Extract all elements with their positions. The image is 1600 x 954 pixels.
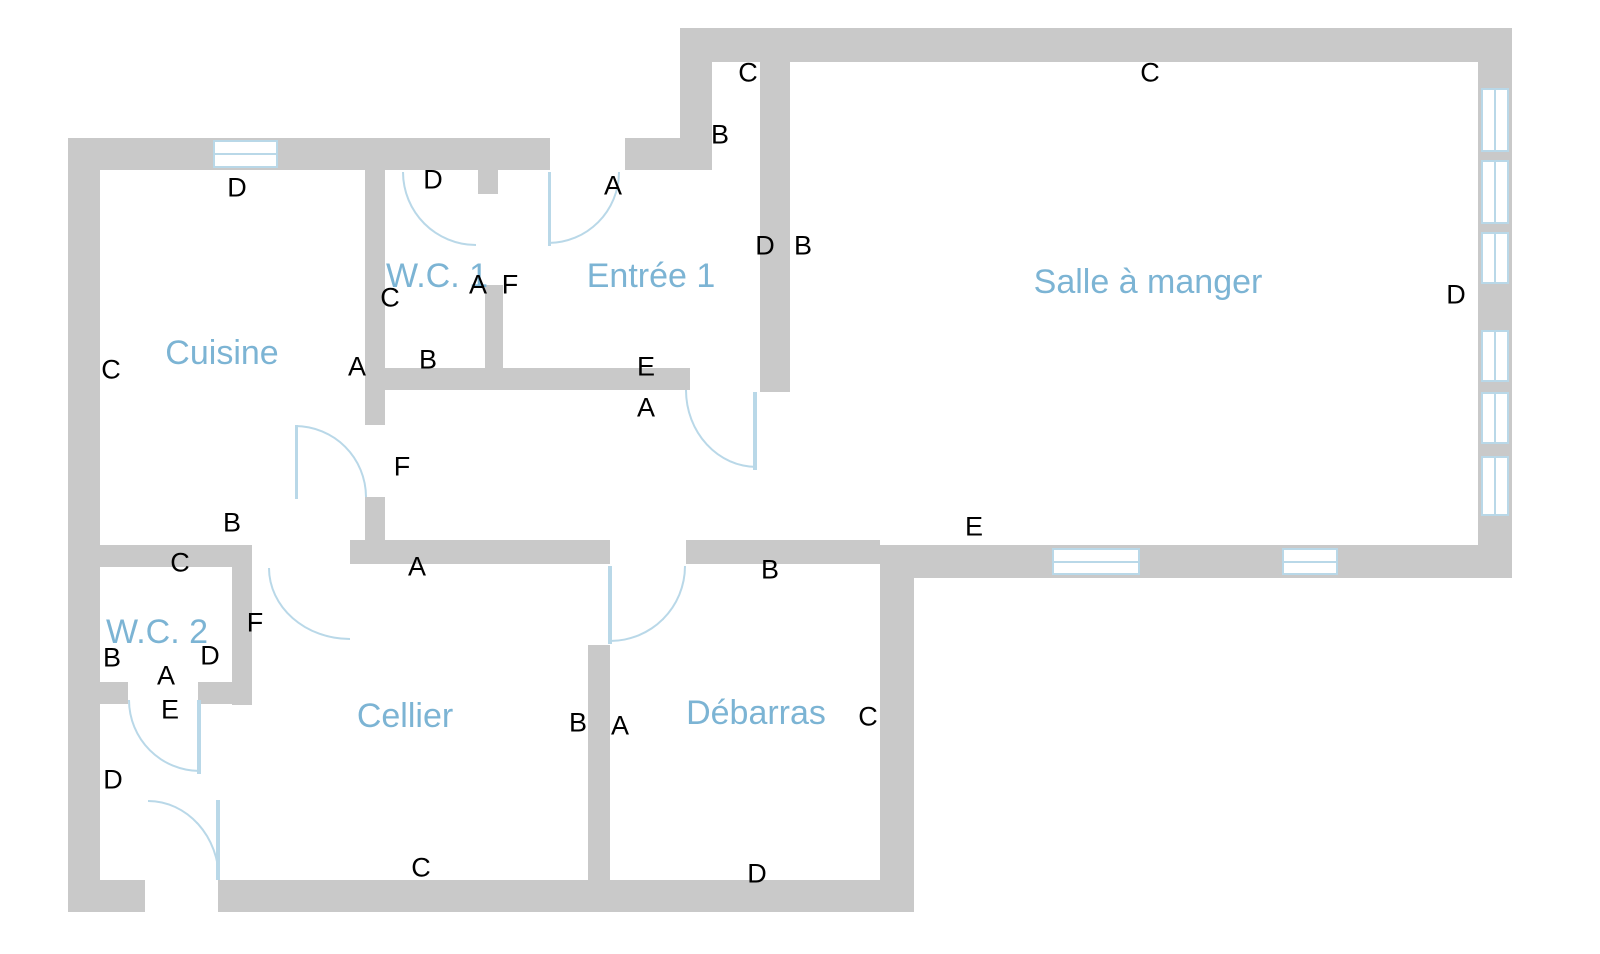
wall-segment [365, 170, 385, 425]
wall-segment [350, 540, 610, 564]
room-label: Salle à manger [1033, 263, 1263, 301]
wall-letter-label: D [200, 640, 220, 671]
wall-letter-label: C [411, 852, 431, 883]
wall-letter-label: C [738, 57, 758, 88]
wall-letter-label: E [160, 694, 180, 725]
wall-letter-label: A [610, 710, 630, 741]
room-label: Entrée 1 [586, 257, 716, 295]
window-icon [1481, 456, 1509, 516]
door-leaf-icon [548, 172, 551, 246]
room-label: Cuisine [165, 334, 279, 372]
wall-letter-label: B [568, 707, 588, 738]
window-icon [1481, 330, 1509, 382]
wall-letter-label: A [603, 170, 623, 201]
door-swing-arc-icon [268, 568, 350, 640]
wall-segment [68, 138, 550, 170]
wall-letter-label: B [760, 554, 780, 585]
wall-segment [68, 880, 145, 912]
window-icon [1481, 160, 1509, 224]
wall-letter-label: B [418, 344, 438, 375]
window-pane-line [1494, 162, 1496, 222]
wall-segment [485, 285, 503, 390]
wall-segment [100, 682, 128, 704]
wall-segment [385, 368, 690, 390]
wall-segment [880, 562, 914, 912]
window-icon [213, 140, 278, 168]
wall-letter-label: D [755, 230, 775, 261]
window-pane-line [215, 153, 276, 155]
window-pane-line [1494, 394, 1496, 442]
window-pane-line [1494, 332, 1496, 380]
wall-segment [218, 880, 910, 912]
wall-letter-label: B [222, 507, 242, 538]
wall-letter-label: D [423, 164, 443, 195]
wall-letter-label: D [1446, 279, 1466, 310]
wall-letter-label: A [407, 551, 427, 582]
wall-letter-label: F [393, 451, 411, 482]
wall-segment [232, 545, 252, 705]
wall-segment [365, 497, 385, 544]
wall-letter-label: C [101, 354, 121, 385]
door-leaf-icon [216, 800, 220, 880]
window-pane-line [1054, 560, 1138, 563]
wall-letter-label: D [227, 172, 247, 203]
wall-letter-label: A [636, 392, 656, 423]
wall-letter-label: C [380, 282, 400, 313]
room-label: W.C. 1 [385, 257, 489, 295]
wall-letter-label: E [964, 511, 984, 542]
window-icon [1481, 232, 1509, 284]
wall-segment [686, 540, 880, 564]
wall-letter-label: C [170, 547, 190, 578]
room-label: Cellier [356, 697, 454, 735]
wall-segment [680, 28, 1512, 62]
wall-segment [100, 545, 238, 567]
wall-letter-label: A [156, 660, 176, 691]
door-leaf-icon [197, 700, 201, 774]
wall-letter-label: D [103, 764, 123, 795]
window-pane-line [1494, 234, 1496, 282]
window-icon [1052, 548, 1140, 575]
wall-segment [588, 645, 610, 912]
wall-segment [625, 138, 712, 170]
window-icon [1481, 392, 1509, 444]
wall-letter-label: B [710, 119, 730, 150]
wall-segment [68, 138, 100, 912]
wall-letter-label: A [347, 351, 367, 382]
wall-segment [760, 62, 790, 392]
door-swing-arc-icon [610, 566, 686, 642]
door-leaf-icon [608, 566, 612, 644]
wall-segment [880, 545, 1512, 578]
door-swing-arc-icon [685, 390, 757, 468]
wall-letter-label: F [501, 269, 519, 300]
window-pane-line [1284, 560, 1336, 563]
wall-segment [198, 682, 252, 704]
door-swing-arc-icon [148, 800, 220, 880]
door-leaf-icon [753, 392, 757, 470]
wall-letter-label: C [1140, 57, 1160, 88]
wall-segment [478, 170, 498, 194]
room-label: W.C. 2 [105, 613, 209, 651]
wall-letter-label: F [246, 607, 264, 638]
window-icon [1481, 88, 1509, 152]
wall-letter-label: B [793, 230, 813, 261]
wall-letter-label: B [102, 642, 122, 673]
wall-letter-label: A [468, 269, 488, 300]
wall-letter-label: E [636, 351, 656, 382]
wall-letter-label: D [747, 858, 767, 889]
wall-letter-label: C [858, 701, 878, 732]
door-swing-arc-icon [295, 425, 367, 497]
window-pane-line [1494, 90, 1496, 150]
window-pane-line [1494, 458, 1496, 514]
door-leaf-icon [295, 425, 298, 499]
window-icon [1282, 548, 1338, 575]
room-label: Débarras [686, 694, 826, 732]
